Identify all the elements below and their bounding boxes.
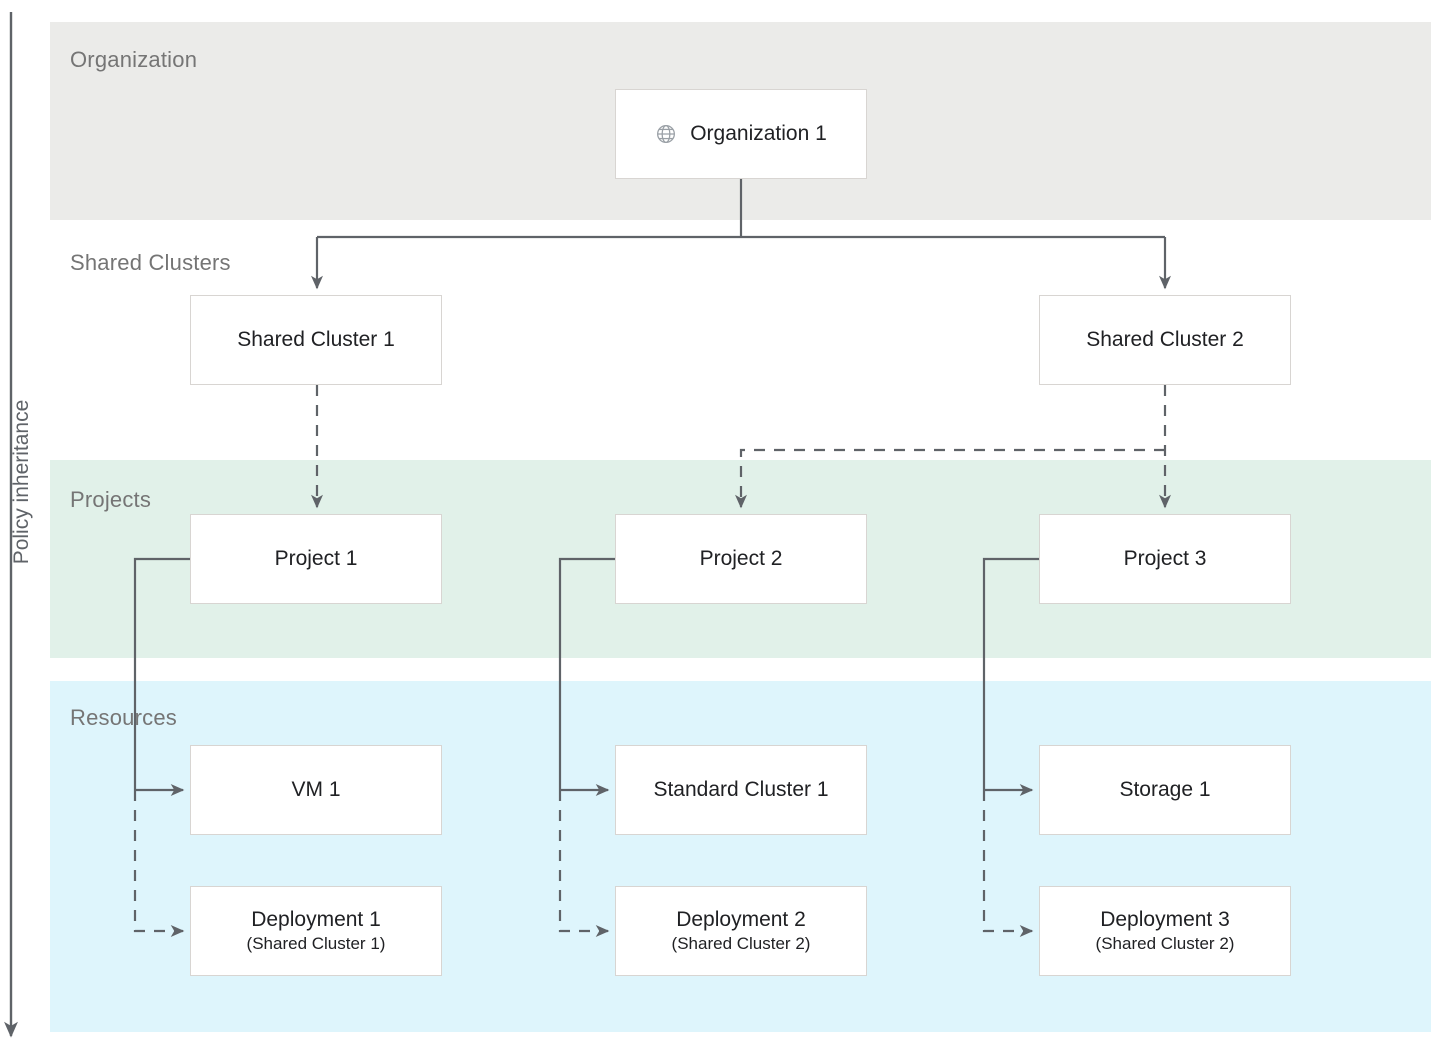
node-project-1[interactable]: Project 1: [190, 514, 442, 604]
node-label: VM 1: [291, 778, 341, 802]
node-shared-cluster-2[interactable]: Shared Cluster 2: [1039, 295, 1291, 385]
node-label: Shared Cluster 2: [1086, 328, 1244, 352]
node-label: Standard Cluster 1: [653, 778, 829, 802]
node-organization-1[interactable]: Organization 1: [615, 89, 867, 179]
band-label-projects: Projects: [70, 487, 152, 512]
band-label-resources: Resources: [70, 705, 177, 730]
node-label: Project 1: [274, 547, 358, 571]
node-label: Organization 1: [690, 122, 827, 146]
node-label: Deployment 2: [676, 908, 806, 932]
node-sublabel: (Shared Cluster 2): [671, 934, 811, 954]
node-label: Project 3: [1123, 547, 1207, 571]
node-label: Storage 1: [1119, 778, 1211, 802]
node-project-3[interactable]: Project 3: [1039, 514, 1291, 604]
band-resources: [50, 681, 1431, 1032]
node-standard-cluster-1[interactable]: Standard Cluster 1: [615, 745, 867, 835]
policy-inheritance-label: Policy inheritance: [10, 399, 33, 565]
node-label: Shared Cluster 1: [237, 328, 395, 352]
node-deployment-2[interactable]: Deployment 2 (Shared Cluster 2): [615, 886, 867, 976]
node-label: Deployment 3: [1100, 908, 1230, 932]
node-sublabel: (Shared Cluster 1): [246, 934, 386, 954]
node-deployment-3[interactable]: Deployment 3 (Shared Cluster 2): [1039, 886, 1291, 976]
node-project-2[interactable]: Project 2: [615, 514, 867, 604]
globe-icon: [657, 125, 676, 143]
node-shared-cluster-1[interactable]: Shared Cluster 1: [190, 295, 442, 385]
band-label-shared-clusters: Shared Clusters: [70, 250, 231, 275]
node-label: Deployment 1: [251, 908, 381, 932]
node-storage-1[interactable]: Storage 1: [1039, 745, 1291, 835]
node-vm-1[interactable]: VM 1: [190, 745, 442, 835]
node-deployment-1[interactable]: Deployment 1 (Shared Cluster 1): [190, 886, 442, 976]
node-sublabel: (Shared Cluster 2): [1095, 934, 1235, 954]
node-label: Project 2: [699, 547, 783, 571]
band-label-organization: Organization: [70, 47, 198, 72]
